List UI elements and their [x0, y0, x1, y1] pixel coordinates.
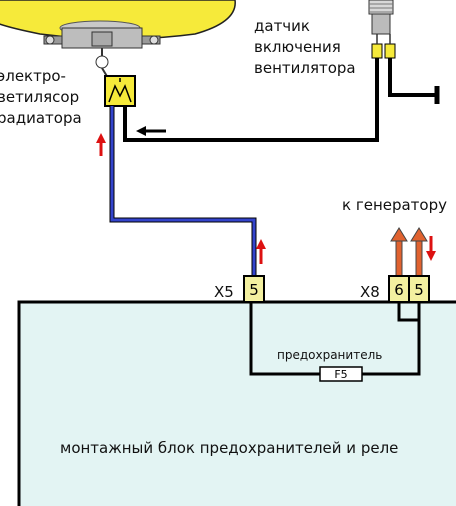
fuse-box-label: монтажный блок предохранителей и реле — [60, 439, 399, 457]
pin-x5-5: 5 — [243, 275, 265, 303]
fuse-id-label: F5 — [334, 368, 347, 381]
fuse-f5 — [319, 366, 363, 382]
pin-x8-6: 6 — [388, 275, 410, 303]
internal-wire-right — [362, 302, 421, 376]
generator-arrow-2 — [410, 227, 428, 277]
fan-motor — [0, 0, 236, 79]
fuse-box — [17, 300, 456, 506]
current-arrow-black — [136, 126, 166, 136]
fan-sensor — [368, 0, 396, 59]
generator-arrow-1 — [390, 227, 408, 277]
connector-x5-label: X5 — [214, 283, 234, 301]
fan-motor-connector — [104, 75, 136, 107]
current-arrow-red-x5 — [256, 239, 266, 264]
connector-x8-label: X8 — [360, 283, 380, 301]
current-arrow-red-generator — [426, 236, 436, 261]
svg-text:5: 5 — [249, 281, 259, 299]
svg-text:6: 6 — [394, 281, 404, 299]
fan-motor-label: электро- ветилясор радиатора — [0, 67, 82, 127]
fan-sensor-label: датчик включения вентилятора — [254, 17, 356, 77]
wire-sensor-to-ground — [388, 58, 437, 97]
internal-bridge — [397, 302, 419, 322]
wire-fan-to-x5 — [109, 106, 257, 276]
current-arrow-red-fan — [96, 133, 106, 156]
pin-x8-5: 5 — [408, 275, 430, 303]
svg-text:5: 5 — [414, 281, 424, 299]
fuse-label: предохранитель — [277, 348, 383, 362]
wire-sensor-to-fan — [123, 58, 379, 142]
internal-wire-left — [249, 302, 320, 376]
to-generator-label: к генератору — [342, 196, 447, 214]
